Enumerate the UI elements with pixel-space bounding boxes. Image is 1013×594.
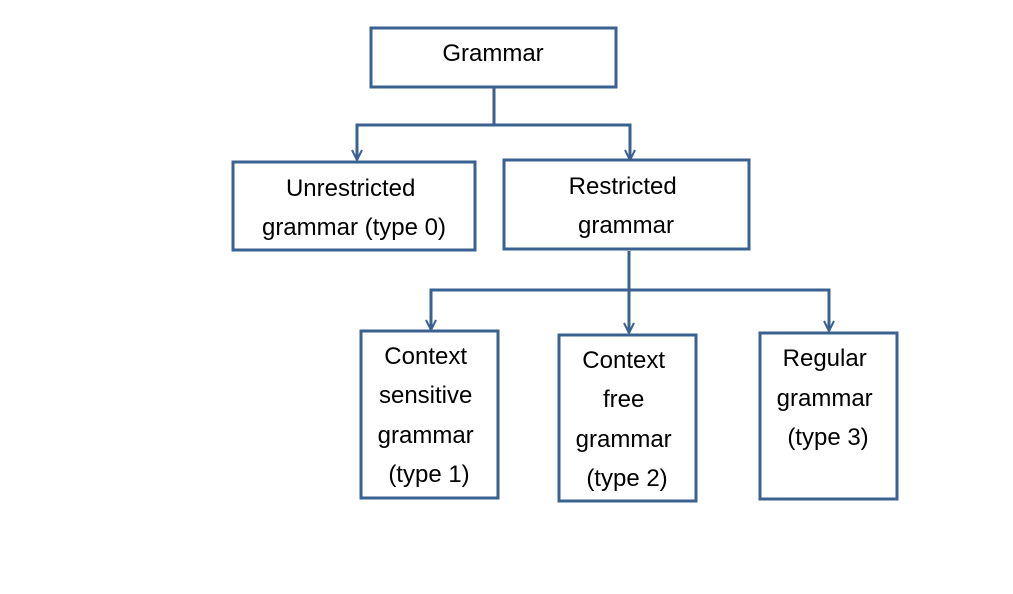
node-restricted-line-1: Restricted [569,173,677,200]
node-unrestricted-box [231,160,477,252]
node-regular-line-1: Regular [783,345,867,372]
node-regular-line-2: grammar [777,385,873,412]
node-context-free-line-3: grammar [576,426,672,453]
node-context-free-line-2: free [603,386,644,413]
node-grammar: Grammar [369,26,618,89]
node-unrestricted-line-1: Unrestricted [286,175,415,202]
edge-grammar-to-unrestricted [357,88,496,160]
node-context-sensitive-line-2: sensitive [379,382,472,409]
node-regular-line-3: (type 3) [787,424,868,451]
node-context-free-box [557,333,698,503]
node-context-free: Context free grammar (type 2) [557,333,698,503]
node-grammar-label: Grammar [442,40,543,67]
node-unrestricted: Unrestricted grammar (type 0) [231,160,477,252]
connectors [357,88,829,333]
node-context-free-label: Context free grammar (type 2) [576,347,679,492]
node-context-sensitive-box [359,329,500,500]
node-regular: Regular grammar (type 3) [758,331,899,501]
node-context-sensitive-line-3: grammar [378,422,474,449]
edge-restricted-to-regular [629,288,829,331]
node-restricted: Restricted grammar [502,158,751,251]
node-regular-label: Regular grammar (type 3) [777,345,880,451]
node-grammar-line-1: Grammar [442,40,543,67]
node-context-free-line-1: Context [582,347,665,374]
node-context-sensitive-line-1: Context [384,343,467,370]
node-unrestricted-label: Unrestricted grammar (type 0) [262,175,446,241]
node-grammar-box [369,26,618,89]
edge-restricted-to-context-sensitive [431,251,631,330]
node-restricted-line-2: grammar [578,212,674,239]
edge-grammar-to-restricted [494,123,630,160]
node-restricted-label: Restricted grammar [569,173,684,239]
node-context-free-line-4: (type 2) [586,465,667,492]
node-context-sensitive-line-4: (type 1) [388,461,469,488]
node-unrestricted-line-2: grammar (type 0) [262,214,446,241]
node-restricted-box [502,158,751,251]
node-context-sensitive-label: Context sensitive grammar (type 1) [378,343,481,488]
node-context-sensitive: Context sensitive grammar (type 1) [359,329,500,500]
node-regular-box [758,331,899,501]
